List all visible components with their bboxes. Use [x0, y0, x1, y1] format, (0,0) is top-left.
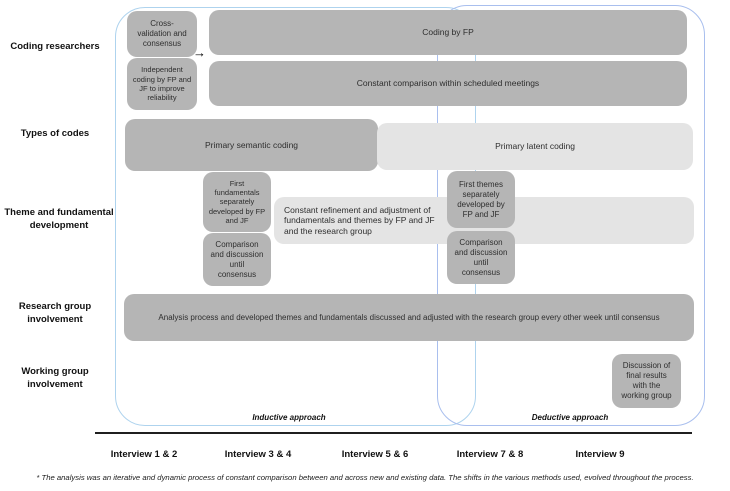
- box-comparison-discussion-left: Comparison and discussion until consensu…: [203, 233, 271, 286]
- footnote: * The analysis was an iterative and dyna…: [36, 473, 694, 482]
- row-label-working-group: Working group involvement: [21, 366, 89, 391]
- box-first-themes: First themes separately developed by FP …: [447, 171, 515, 228]
- box-comparison-discussion-right: Comparison and discussion until consensu…: [447, 231, 515, 284]
- row-label-coding-researchers: Coding researchers: [10, 41, 100, 52]
- box-coding-by-fp: Coding by FP: [209, 10, 687, 55]
- box-first-fundamentals: First fundamentals separately developed …: [203, 172, 271, 232]
- deductive-approach-label: Deductive approach: [531, 413, 609, 422]
- row-label-research-group: Research group involvement: [18, 301, 92, 326]
- row-label-theme-development: Theme and fundamental development: [4, 207, 114, 232]
- box-cross-validation: Cross- validation and consensus: [127, 11, 197, 57]
- timeline-interview-1-2: Interview 1 & 2: [110, 449, 178, 460]
- right-arrow-icon: →: [193, 45, 206, 60]
- box-constant-comparison: Constant comparison within scheduled mee…: [209, 61, 687, 106]
- box-primary-latent-coding: Primary latent coding: [377, 123, 693, 170]
- box-independent-coding: Independent coding by FP and JF to impro…: [127, 58, 197, 110]
- timeline-interview-3-4: Interview 3 & 4: [224, 449, 292, 460]
- box-analysis-process: Analysis process and developed themes an…: [124, 294, 694, 341]
- box-final-results-discussion: Discussion of final results with the wor…: [612, 354, 681, 408]
- timeline-interview-5-6: Interview 5 & 6: [341, 449, 409, 460]
- timeline-interview-9: Interview 9: [575, 449, 625, 460]
- timeline-interview-7-8: Interview 7 & 8: [456, 449, 524, 460]
- timeline-axis: [95, 432, 692, 434]
- box-primary-semantic-coding: Primary semantic coding: [125, 119, 378, 171]
- row-label-types-of-codes: Types of codes: [20, 128, 90, 139]
- inductive-approach-label: Inductive approach: [252, 413, 326, 422]
